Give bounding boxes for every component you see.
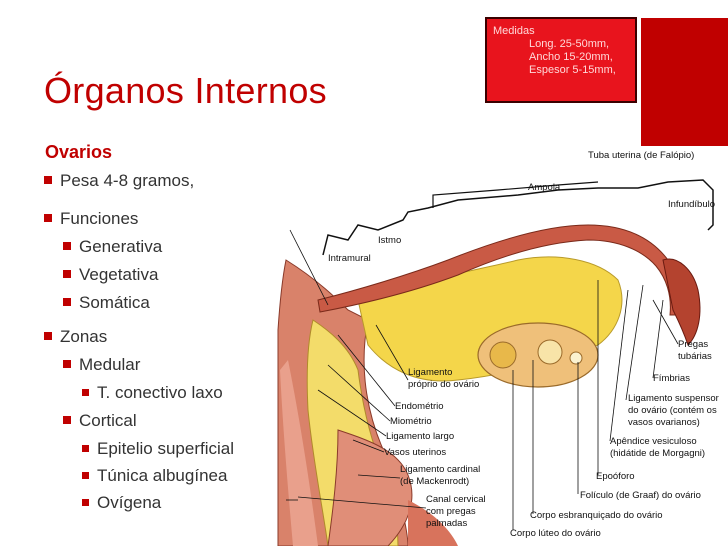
bullet-text: Somática	[79, 293, 150, 312]
bullet-text: T. conectivo laxo	[97, 383, 223, 402]
bullet-text: Generativa	[79, 237, 162, 256]
label-mackenrodt: (de Mackenrodt)	[400, 476, 469, 487]
label-ligamento-proprio: Ligamento	[408, 367, 452, 378]
corpus-luteum	[490, 342, 516, 368]
label-palmadas: palmadas	[426, 518, 467, 529]
label-tubarias: tubárias	[678, 351, 712, 362]
bullet-square-icon	[63, 298, 71, 306]
measures-title: Medidas	[493, 25, 629, 38]
bullet-somatica: Somática	[63, 293, 150, 313]
label-ampola: Ampola	[528, 182, 561, 193]
bullet-tunica: Túnica albugínea	[82, 466, 227, 486]
bullet-square-icon	[82, 499, 89, 506]
bullet-zones: Zonas	[44, 327, 107, 347]
bullet-text: Epitelio superficial	[97, 439, 234, 458]
bullet-square-icon	[82, 472, 89, 479]
anatomy-illustration: Tuba uterina (de Falópio) Ampola Infundí…	[258, 130, 728, 546]
label-infundibulo: Infundíbulo	[668, 199, 715, 210]
label-suspensor-3: vasos ovarianos)	[628, 417, 700, 428]
measure-width: Ancho 15-20mm,	[493, 51, 629, 64]
uterus-ovary-diagram: Tuba uterina (de Falópio) Ampola Infundí…	[258, 130, 728, 546]
bullet-conectivo: T. conectivo laxo	[82, 383, 223, 403]
label-apendice: Apêndice vesiculoso	[610, 436, 697, 447]
bullet-square-icon	[44, 176, 52, 184]
bullet-square-icon	[63, 416, 71, 424]
bullet-text: Zonas	[60, 327, 107, 346]
label-ligamento-largo: Ligamento largo	[386, 431, 454, 442]
measure-thickness: Espesor 5-15mm,	[493, 64, 629, 77]
slide-title: Órganos Internos	[44, 70, 327, 112]
bullet-square-icon	[63, 360, 71, 368]
bullet-epitelio: Epitelio superficial	[82, 439, 234, 459]
graafian-follicle	[538, 340, 562, 364]
label-fimbrias: Fímbrias	[653, 373, 690, 384]
bullet-generativa: Generativa	[63, 237, 162, 257]
label-hidatide: (hidátide de Morgagni)	[610, 448, 705, 459]
label-foliculo: Folículo (de Graaf) do ovário	[580, 490, 701, 501]
measure-length: Long. 25-50mm,	[493, 38, 629, 51]
label-ligamento-cardinal: Ligamento cardinal	[400, 464, 480, 475]
bullet-ovigena: Ovígena	[82, 493, 161, 513]
label-endometrio: Endométrio	[395, 401, 444, 412]
label-corpo-esbranquicado: Corpo esbranquiçado do ovário	[530, 510, 663, 521]
label-tuba: Tuba uterina (de Falópio)	[588, 150, 694, 161]
label-suspensor-2: do ovário (contém os	[628, 405, 717, 416]
label-istmo: Istmo	[378, 235, 401, 246]
label-intramural: Intramural	[328, 253, 371, 264]
label-com-pregas: com pregas	[426, 506, 476, 517]
label-epooforo: Epoóforo	[596, 471, 635, 482]
label-corpo-luteo: Corpo lúteo do ovário	[510, 528, 601, 539]
bullet-cortical: Cortical	[63, 411, 137, 431]
bullet-square-icon	[63, 270, 71, 278]
label-canal-cervical: Canal cervical	[426, 494, 486, 505]
bullet-vegetativa: Vegetativa	[63, 265, 158, 285]
bullet-text: Pesa 4-8 gramos,	[60, 171, 194, 190]
bullet-text: Túnica albugínea	[97, 466, 227, 485]
fimbriae	[663, 259, 700, 345]
bullet-text: Ovígena	[97, 493, 161, 512]
measures-box: Medidas Long. 25-50mm, Ancho 15-20mm, Es…	[485, 17, 637, 103]
bullet-square-icon	[63, 242, 71, 250]
label-ligamento-proprio-2: próprio do ovário	[408, 379, 479, 390]
corpus-albicans	[570, 352, 582, 364]
decorative-red-bar	[641, 18, 728, 146]
bullet-functions: Funciones	[44, 209, 138, 229]
label-miometrio: Miométrio	[390, 416, 432, 427]
bullet-text: Medular	[79, 355, 140, 374]
bullet-weight: Pesa 4-8 gramos,	[44, 171, 194, 191]
bullet-square-icon	[82, 389, 89, 396]
label-ligamento-suspensor: Ligamento suspensor	[628, 393, 719, 404]
bullet-text: Funciones	[60, 209, 138, 228]
slide-subtitle: Ovarios	[45, 142, 112, 163]
bullet-square-icon	[82, 445, 89, 452]
bullet-text: Vegetativa	[79, 265, 158, 284]
bullet-square-icon	[44, 332, 52, 340]
bullet-medular: Medular	[63, 355, 140, 375]
label-pregas: Pregas	[678, 339, 708, 350]
bullet-square-icon	[44, 214, 52, 222]
bullet-text: Cortical	[79, 411, 137, 430]
label-vasos-uterinos: Vasos uterinos	[384, 447, 446, 458]
